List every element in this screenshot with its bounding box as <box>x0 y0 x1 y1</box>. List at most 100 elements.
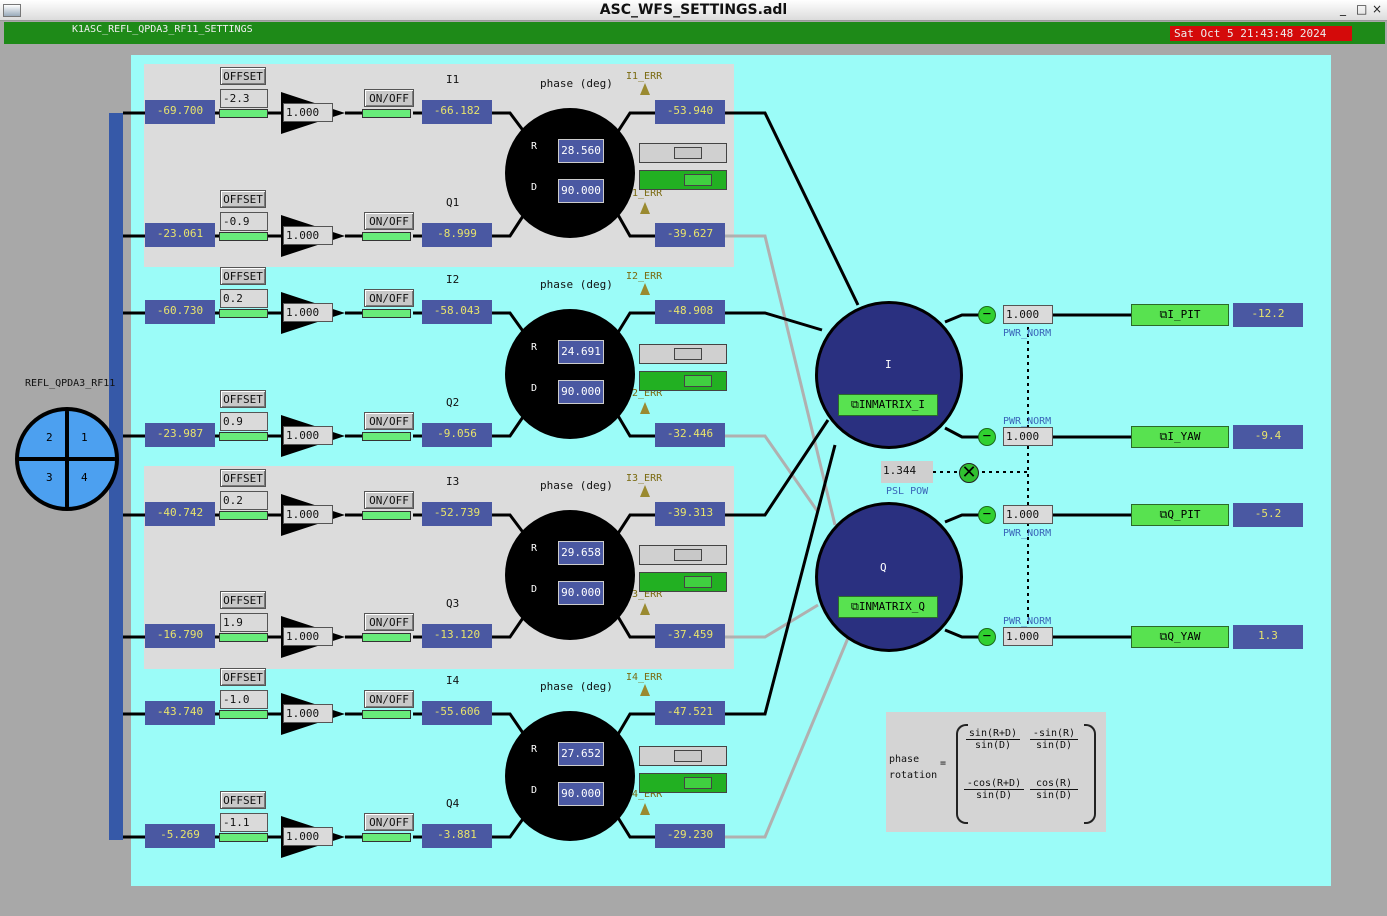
gain-input[interactable]: 1.000 <box>283 103 333 122</box>
up-arrow-icon <box>640 603 650 615</box>
phase-slider[interactable] <box>639 545 727 565</box>
onoff-button[interactable]: ON/OFF <box>364 613 414 631</box>
channel-input-value: -23.987 <box>145 423 215 447</box>
quadrant-4: 4 <box>81 471 88 484</box>
gain-input[interactable]: 1.000 <box>283 827 333 846</box>
error-value: -37.459 <box>655 624 725 648</box>
phase-r-input[interactable]: 24.691 <box>558 340 604 364</box>
up-arrow-icon <box>640 402 650 414</box>
onoff-button[interactable]: ON/OFF <box>364 412 414 430</box>
channel-input-value: -60.730 <box>145 300 215 324</box>
offset-button[interactable]: OFFSET <box>220 190 266 208</box>
onoff-button[interactable]: ON/OFF <box>364 491 414 509</box>
pwr-norm-label: PWR_NORM <box>1003 616 1052 627</box>
phase-r-input[interactable]: 29.658 <box>558 541 604 565</box>
maximize-icon[interactable]: □ <box>1356 2 1368 16</box>
output-button[interactable]: ⧉I_YAW <box>1131 426 1229 448</box>
output-button[interactable]: ⧉Q_YAW <box>1131 626 1229 648</box>
phase-slider-active[interactable] <box>639 170 727 190</box>
phase-d-input[interactable]: 90.000 <box>558 179 604 203</box>
offset-input[interactable]: -1.0 <box>220 690 268 709</box>
offset-button[interactable]: OFFSET <box>220 591 266 609</box>
phase-slider[interactable] <box>639 143 727 163</box>
phase-slider-active[interactable] <box>639 572 727 592</box>
window-icon: ⧉ <box>1159 508 1168 521</box>
formula-label-rotation: rotation <box>889 770 938 781</box>
pwr-norm-input[interactable]: 1.000 <box>1003 427 1053 446</box>
close-icon[interactable]: × <box>1372 2 1383 16</box>
pwr-norm-input[interactable]: 1.000 <box>1003 627 1053 646</box>
offset-input[interactable]: 0.2 <box>220 491 268 510</box>
phase-slider[interactable] <box>639 746 727 766</box>
phase-d-input[interactable]: 90.000 <box>558 782 604 806</box>
channel-label: I2 <box>446 273 460 286</box>
pwr-norm-label: PWR_NORM <box>1003 328 1052 339</box>
offset-button[interactable]: OFFSET <box>220 390 266 408</box>
offset-input[interactable]: 1.9 <box>220 613 268 632</box>
gain-input[interactable]: 1.000 <box>283 303 333 322</box>
output-button-label: I_YAW <box>1167 430 1201 443</box>
channel-label: Q2 <box>446 396 460 409</box>
up-arrow-icon <box>640 83 650 95</box>
matrix-bracket-left <box>956 724 968 824</box>
onoff-led <box>362 710 411 719</box>
offset-button[interactable]: OFFSET <box>220 668 266 686</box>
onoff-button[interactable]: ON/OFF <box>364 813 414 831</box>
offset-button[interactable]: OFFSET <box>220 267 266 285</box>
gain-input[interactable]: 1.000 <box>283 226 333 245</box>
pwr-norm-input[interactable]: 1.000 <box>1003 305 1053 324</box>
psl-power-label: PSL POW <box>886 486 929 497</box>
error-value: -47.521 <box>655 701 725 725</box>
channel-label: Q1 <box>446 196 460 209</box>
phase-slider[interactable] <box>639 344 727 364</box>
channel-input-value: -40.742 <box>145 502 215 526</box>
phase-slider-active[interactable] <box>639 371 727 391</box>
error-label: Q3_ERR <box>626 589 663 600</box>
output-button-label: Q_YAW <box>1167 630 1201 643</box>
onoff-button[interactable]: ON/OFF <box>364 212 414 230</box>
error-value: -53.940 <box>655 100 725 124</box>
gain-input[interactable]: 1.000 <box>283 426 333 445</box>
header-bar: K1ASC_REFL_QPDA3_RF11_SETTINGS Sat Oct 5… <box>4 22 1385 44</box>
gain-input[interactable]: 1.000 <box>283 627 333 646</box>
offset-input[interactable]: 0.2 <box>220 289 268 308</box>
offset-button[interactable]: OFFSET <box>220 67 266 85</box>
window-menu-icon[interactable] <box>3 4 21 17</box>
offset-button[interactable]: OFFSET <box>220 469 266 487</box>
phase-d-input[interactable]: 90.000 <box>558 380 604 404</box>
title-bar: ASC_WFS_SETTINGS.adl _ □ × <box>0 0 1387 21</box>
channel-output-value: -8.999 <box>422 223 492 247</box>
qpd-name: REFL_QPDA3_RF11 <box>25 378 116 389</box>
output-value: -12.2 <box>1233 303 1303 327</box>
phase-r-label: R <box>531 744 538 755</box>
onoff-button[interactable]: ON/OFF <box>364 690 414 708</box>
pwr-norm-input[interactable]: 1.000 <box>1003 505 1053 524</box>
offset-button[interactable]: OFFSET <box>220 791 266 809</box>
offset-input[interactable]: -2.3 <box>220 89 268 108</box>
error-value: -48.908 <box>655 300 725 324</box>
offset-input[interactable]: -1.1 <box>220 813 268 832</box>
inmatrix-q-button-label: INMATRIX_Q <box>858 600 926 613</box>
inmatrix-i-button[interactable]: ⧉INMATRIX_I <box>838 394 938 416</box>
pwr-norm-label: PWR_NORM <box>1003 528 1052 539</box>
onoff-button[interactable]: ON/OFF <box>364 289 414 307</box>
offset-input[interactable]: -0.9 <box>220 212 268 231</box>
onoff-button[interactable]: ON/OFF <box>364 89 414 107</box>
phase-d-label: D <box>531 785 538 796</box>
phase-slider-active[interactable] <box>639 773 727 793</box>
phase-r-input[interactable]: 28.560 <box>558 139 604 163</box>
output-button[interactable]: ⧉Q_PIT <box>1131 504 1229 526</box>
gain-input[interactable]: 1.000 <box>283 505 333 524</box>
up-arrow-icon <box>640 283 650 295</box>
phase-r-label: R <box>531 543 538 554</box>
inmatrix-q-button[interactable]: ⧉INMATRIX_Q <box>838 596 938 618</box>
gain-input[interactable]: 1.000 <box>283 704 333 723</box>
output-button[interactable]: ⧉I_PIT <box>1131 304 1229 326</box>
offset-input[interactable]: 0.9 <box>220 412 268 431</box>
channel-output-value: -3.881 <box>422 824 492 848</box>
phase-d-input[interactable]: 90.000 <box>558 581 604 605</box>
phase-r-input[interactable]: 27.652 <box>558 742 604 766</box>
minimize-icon[interactable]: _ <box>1340 2 1346 16</box>
phase-title: phase (deg) <box>540 479 613 492</box>
